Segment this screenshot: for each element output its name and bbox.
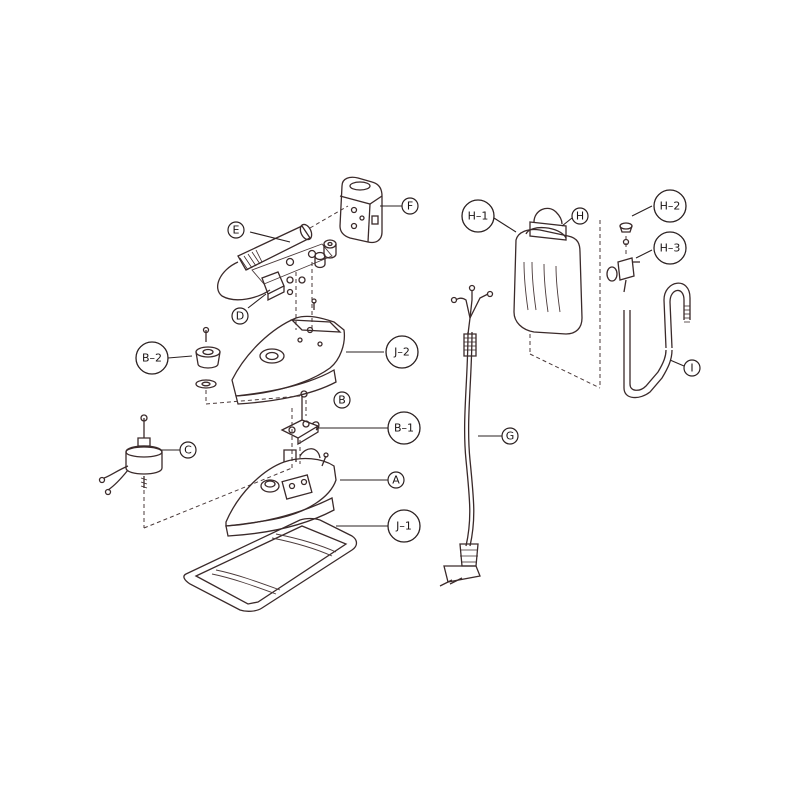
- callout-i: I: [683, 359, 701, 377]
- callout-h-3: H–3: [653, 231, 687, 265]
- callout-j-1: J–1: [387, 509, 421, 543]
- callout-b-2: B–2: [135, 341, 169, 375]
- svg-text:F: F: [407, 200, 413, 213]
- svg-text:J–2: J–2: [393, 346, 410, 359]
- callout-a: A: [387, 471, 405, 489]
- guide-line: [205, 395, 301, 405]
- water-tank: [513, 207, 583, 335]
- svg-text:E: E: [233, 224, 240, 237]
- valve-part: [98, 414, 163, 496]
- svg-text:H–1: H–1: [468, 210, 489, 223]
- hose-valve-assembly: [606, 222, 691, 399]
- svg-text:B–2: B–2: [142, 352, 162, 365]
- svg-text:I: I: [690, 362, 693, 375]
- svg-text:B: B: [338, 394, 346, 407]
- svg-text:A: A: [392, 474, 400, 487]
- callout-g: G: [501, 427, 519, 445]
- callout-f: F: [401, 197, 419, 215]
- iron-rest-mat: [183, 517, 358, 612]
- callout-h-1: H–1: [461, 199, 495, 233]
- svg-text:D: D: [236, 310, 244, 323]
- svg-text:B–1: B–1: [394, 422, 414, 435]
- leader-lines: [160, 205, 685, 527]
- callout-d: D: [231, 307, 249, 325]
- guide-line: [143, 467, 293, 529]
- callout-j-2: J–2: [385, 335, 419, 369]
- soleplate-assembly: [225, 448, 337, 537]
- callout-c: C: [179, 441, 197, 459]
- svg-text:C: C: [184, 444, 192, 457]
- svg-text:H–3: H–3: [660, 242, 681, 255]
- thermostat-box: [327, 176, 383, 247]
- knob-part: [195, 326, 221, 389]
- callout-h-2: H–2: [653, 189, 687, 223]
- svg-text:H: H: [576, 210, 584, 223]
- svg-text:H–2: H–2: [660, 200, 681, 213]
- guide-line: [529, 353, 601, 389]
- power-cord: [439, 284, 494, 587]
- callout-e: E: [227, 221, 245, 239]
- svg-text:J–1: J–1: [395, 520, 412, 533]
- iron-upper-shell: [231, 315, 346, 405]
- guide-line: [309, 205, 349, 229]
- heating-element-assembly: [217, 223, 337, 310]
- callout-h: H: [571, 207, 589, 225]
- thermostat-part: [280, 390, 320, 446]
- svg-text:G: G: [506, 430, 515, 443]
- callout-b: B: [333, 391, 351, 409]
- callout-b-1: B–1: [387, 411, 421, 445]
